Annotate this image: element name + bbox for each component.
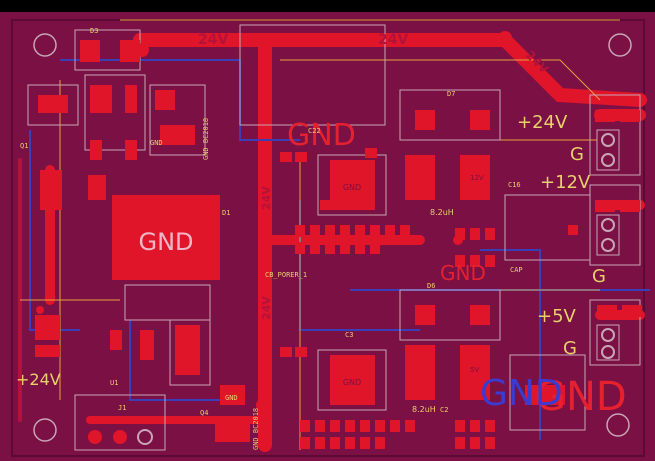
gnd-pad-lower [124,284,211,321]
terminal-5v[interactable] [596,324,620,361]
designator-cb: CB_PORER_1 [265,271,307,279]
inductor-upper[interactable]: 8.2uH 12V [405,155,490,217]
designator-c16: C16 [508,181,521,189]
inductor-upper-label: 8.2uH [430,208,454,217]
input-24v-label: +24V [16,370,61,389]
ground-g2: G [592,266,606,287]
designator-d6: D6 [427,282,435,290]
gnd-label-top: GND [287,118,356,153]
inductor-lower[interactable]: 8.2uH 5V [405,345,490,414]
small-pads [35,40,642,442]
gnd-label-blue: GND [480,373,563,414]
terminal-12v[interactable] [596,214,620,256]
ic-upper-label: GND [343,183,361,192]
component-outlines [27,24,641,451]
inductor-lower-label: 8.2uH [412,405,436,414]
designator-ic3: GND [225,394,238,402]
designator-c2: C2 [440,406,448,414]
ground-g1: G [570,144,584,165]
designators: CAP U1 D1 D3 Q1 Q4 C2 C3 C16 C22 D6 D7 J… [20,27,523,417]
terminal-input[interactable] [88,429,153,445]
designator-d1: D1 [222,209,230,217]
designator-q4: Q4 [200,409,208,417]
designator-j1: J1 [118,404,126,412]
gnd-big-center: GND [138,228,193,256]
designator-u1: U1 [110,379,118,387]
part-label-left: GND BC2018 [202,118,210,160]
output-12v-label: +12V [540,172,591,193]
designator-c22: C22 [308,127,321,135]
designator-gnd-small: GND [150,139,163,147]
designator-c3: C3 [345,331,353,339]
resistor-array-lower [300,420,495,449]
designator-cap: CAP [510,266,523,274]
ic-upper[interactable]: GND [317,154,387,216]
net-24v-vertical: 24V [260,186,273,210]
output-5v-label: +5V [537,306,577,327]
ground-g3: G [563,338,577,359]
mounting-holes [33,33,632,442]
designator-q1: Q1 [20,142,28,150]
ic-lower[interactable]: GND [317,349,387,411]
net-5v-label: 5V [470,366,479,374]
terminal-24v[interactable] [596,129,620,171]
net-24v-top2: 24V [378,32,408,48]
output-24v-label: +24V [517,112,568,133]
net-12v-label: 12V [470,174,484,182]
gnd-pad-large[interactable] [112,195,220,280]
net-24v-top: 24V [198,32,228,48]
resistor-array-upper [295,225,495,267]
designator-d7: D7 [447,90,455,98]
designator-d3: D3 [90,27,98,35]
gnd-label-bottom-right: GND [535,374,627,420]
vias [36,31,512,411]
part-label-mid: GND BC2018 [252,408,260,450]
gnd-label-mid: GND [440,261,486,285]
net-24v-vertical2: 24V [260,296,273,320]
ic-lower-label: GND [343,378,361,387]
